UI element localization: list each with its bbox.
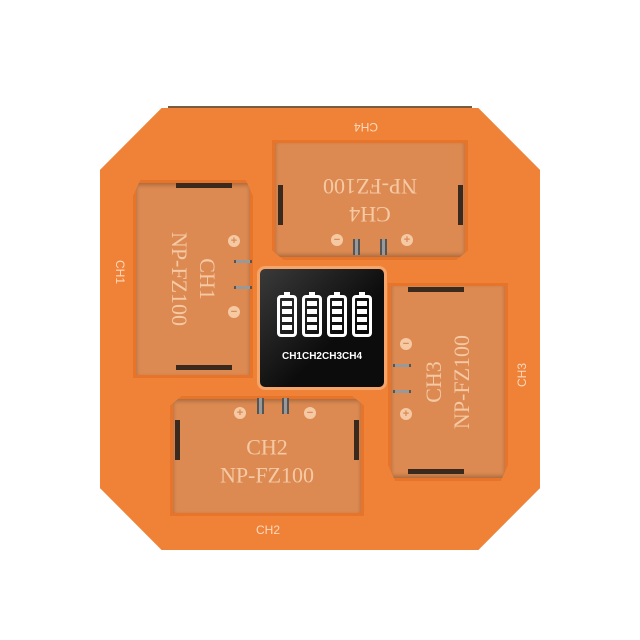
bay-channel-label: CH1	[195, 258, 220, 300]
plus-icon: +	[234, 407, 246, 419]
terminal	[380, 239, 387, 255]
latch	[176, 183, 232, 188]
latch	[408, 469, 464, 474]
plus-icon: +	[228, 235, 240, 247]
display-label-ch3: CH3	[322, 351, 343, 362]
bay-model-label: NP-FZ100	[167, 231, 192, 327]
bay-text: CH3 NP-FZ100	[420, 335, 476, 429]
plus-icon: +	[401, 234, 413, 246]
terminal	[353, 239, 360, 255]
edge-label-ch4: CH4	[354, 120, 379, 134]
display-channel-labels: CH1CH2CH3CH4	[260, 351, 384, 362]
bay-model-label: NP-FZ100	[322, 174, 418, 199]
battery-bay-ch4[interactable]: CH4 NP-FZ100	[272, 140, 468, 260]
battery-bay-ch2[interactable]: CH2 NP-FZ100	[170, 396, 364, 516]
bay-channel-label: CH2	[246, 434, 288, 460]
display-label-ch1: CH1	[281, 351, 302, 362]
terminal	[234, 286, 252, 289]
minus-icon: −	[304, 407, 316, 419]
minus-icon: −	[331, 234, 343, 246]
latch	[176, 365, 232, 370]
terminal	[234, 260, 252, 263]
bay-model-label: NP-FZ100	[449, 334, 474, 430]
bay-text: CH1 NP-FZ100	[165, 232, 221, 326]
battery-bay-ch3[interactable]: CH3 NP-FZ100	[388, 283, 508, 481]
bay-channel-label: CH4	[349, 202, 391, 227]
latch	[175, 420, 180, 460]
terminal	[257, 398, 264, 414]
bay-text: CH4 NP-FZ100	[323, 172, 417, 228]
edge-label-ch1: CH1	[113, 259, 128, 285]
battery-level-icon	[352, 292, 372, 337]
terminal	[393, 390, 411, 393]
latch	[408, 287, 464, 292]
bay-model-label: NP-FZ100	[219, 462, 315, 488]
minus-icon: −	[400, 338, 412, 350]
battery-level-icon	[277, 292, 297, 337]
battery-level-icon	[327, 292, 347, 337]
battery-level-icon	[302, 292, 322, 337]
minus-icon: −	[228, 306, 240, 318]
display-label-ch4: CH4	[342, 351, 363, 362]
latch	[458, 185, 463, 225]
status-display: CH1CH2CH3CH4	[257, 266, 387, 390]
edge-label-ch3: CH3	[515, 362, 530, 388]
bay-channel-label: CH3	[421, 361, 446, 403]
plus-icon: +	[400, 408, 412, 420]
bay-text: CH2 NP-FZ100	[220, 434, 314, 490]
battery-bay-ch1[interactable]: CH1 NP-FZ100	[133, 180, 253, 378]
latch	[278, 185, 283, 225]
edge-label-ch2: CH2	[256, 523, 281, 537]
display-label-ch2: CH2	[301, 351, 322, 362]
latch	[354, 420, 359, 460]
terminal	[282, 398, 289, 414]
terminal	[393, 364, 411, 367]
